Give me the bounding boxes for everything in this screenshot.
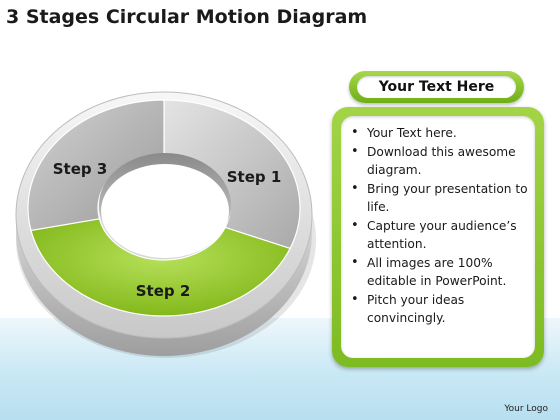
bullet-item: All images are 100% editable in PowerPoi… <box>349 254 529 291</box>
page-title: 3 Stages Circular Motion Diagram <box>6 6 368 28</box>
bullet-list: Your Text here. Download this awesome di… <box>341 116 535 328</box>
step-2-label: Step 2 <box>136 282 191 300</box>
center-hole <box>101 164 229 258</box>
text-header-inner: Your Text Here <box>357 76 516 98</box>
step-2-segment <box>30 218 291 317</box>
step-3-label: Step 3 <box>53 160 108 178</box>
bullet-item: Bring your presentation to life. <box>349 180 529 217</box>
bullet-item: Pitch your ideas convincingly. <box>349 291 529 328</box>
bullet-item: Download this awesome diagram. <box>349 143 529 180</box>
text-box-inner: Your Text here. Download this awesome di… <box>341 116 535 358</box>
text-header-pill: Your Text Here <box>349 71 524 103</box>
text-box: Your Text here. Download this awesome di… <box>332 107 544 367</box>
logo-text: Your Logo <box>504 404 548 414</box>
bullet-item: Capture your audience’s attention. <box>349 217 529 254</box>
text-header-label: Your Text Here <box>378 79 495 95</box>
step-1-label: Step 1 <box>227 168 282 186</box>
bullet-item: Your Text here. <box>349 124 529 143</box>
